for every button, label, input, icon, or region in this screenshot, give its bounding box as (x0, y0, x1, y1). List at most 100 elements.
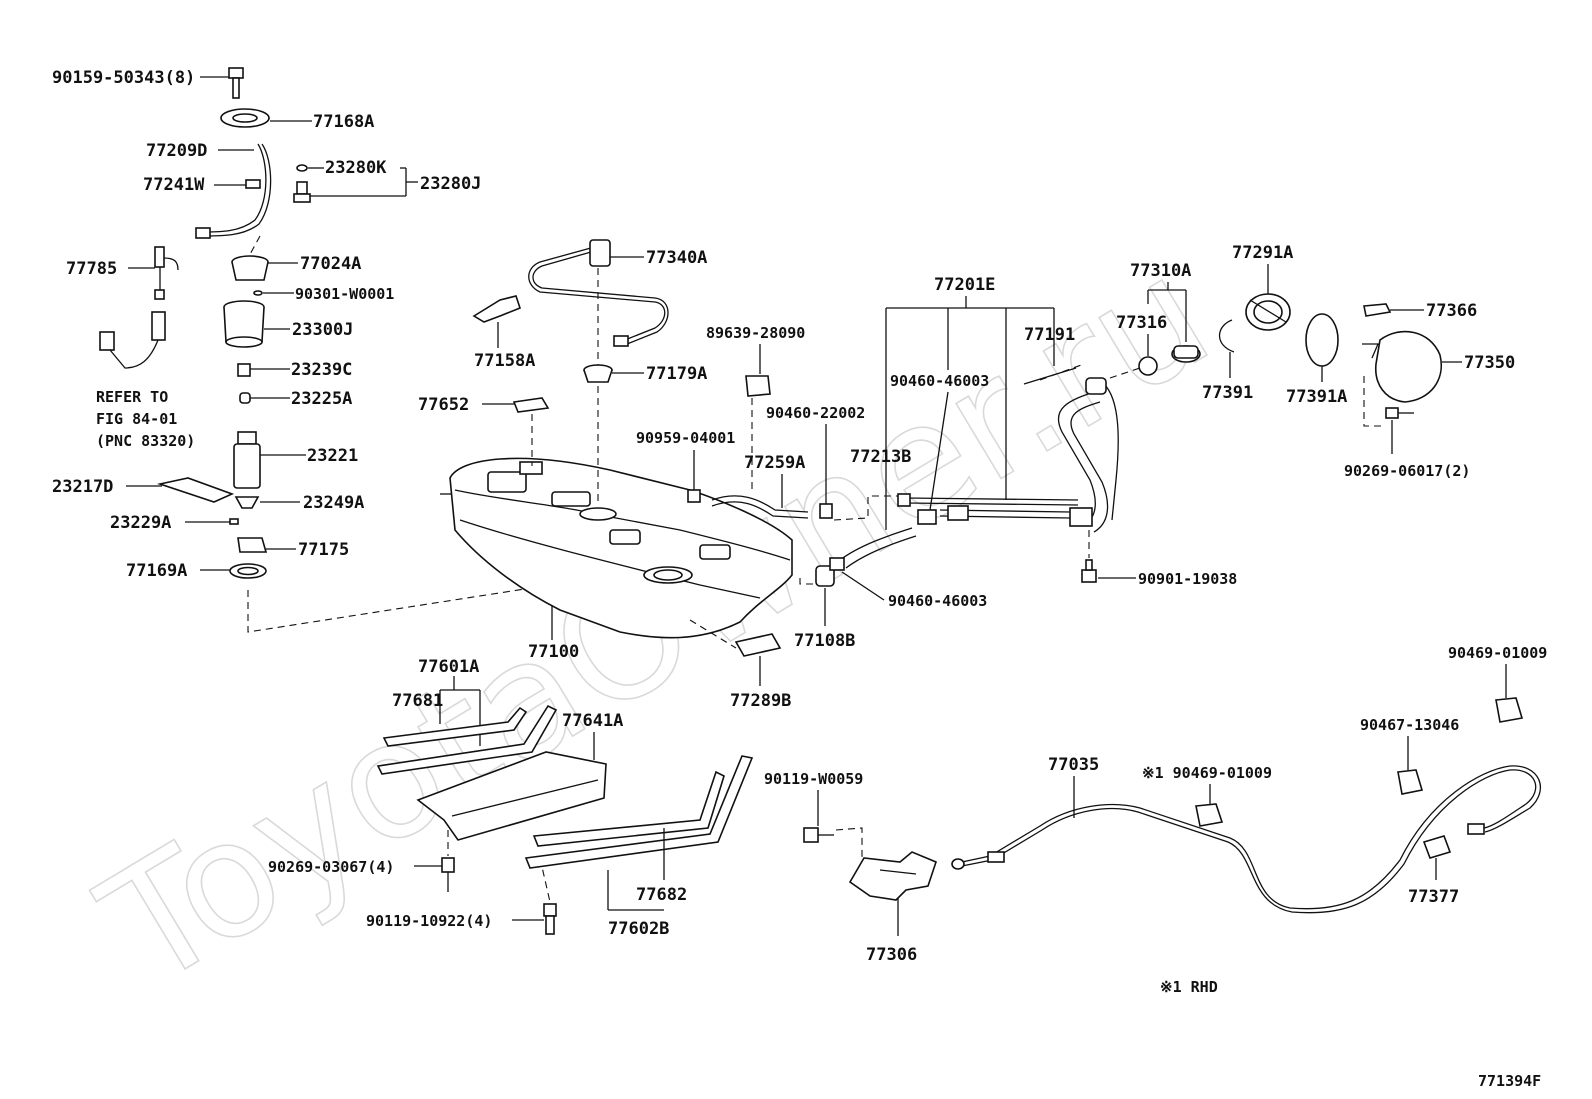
clip-23249A-part (234, 496, 260, 509)
wire-harness-77785-part (154, 246, 179, 300)
label-23225A: 23225A (291, 389, 352, 409)
label-89639-28090: 89639-28090 (706, 324, 805, 342)
label-77391A: 77391A (1286, 387, 1347, 407)
band-77601A-part (376, 704, 558, 775)
label-90460-46003-top: 90460-46003 (890, 372, 989, 390)
label-77158A: 77158A (474, 351, 535, 371)
label-23217D: 23217D (52, 477, 113, 497)
label-77681: 77681 (392, 691, 443, 711)
fuel-filter-23300J-part (223, 300, 265, 348)
clip-90959-04001-part (687, 489, 701, 503)
cushion-23239C-part (237, 363, 251, 377)
filler-neck-77291A-part (1245, 293, 1291, 331)
clamp-90460-22002-part (819, 503, 833, 519)
fuel-lid-77350-part (1362, 330, 1443, 403)
hose-77259A-part (711, 495, 809, 513)
label-90460-46003-bottom: 90460-46003 (888, 592, 987, 610)
label-77179A: 77179A (646, 364, 707, 384)
fuel-tube-77209D-part (204, 143, 267, 233)
label-77169A: 77169A (126, 561, 187, 581)
refer-line-2: FIG 84-01 (96, 410, 177, 428)
label-23280J: 23280J (420, 174, 481, 194)
label-90469-01009-rhd: ※1 90469-01009 (1142, 764, 1272, 782)
label-23280K: 23280K (325, 158, 387, 178)
figure-id: 771394F (1478, 1072, 1541, 1090)
label-77035: 77035 (1048, 755, 1099, 775)
refer-line-3: (PNC 83320) (96, 432, 195, 450)
label-90460-22002: 90460-22002 (766, 404, 865, 422)
sender-77175-part (237, 537, 268, 553)
label-77785: 77785 (66, 259, 117, 279)
label-77291A: 77291A (1232, 243, 1293, 263)
label-23239C: 23239C (291, 360, 352, 380)
gasket-77169A-part (229, 563, 267, 579)
pad-77652-part (512, 397, 550, 413)
band-77682-part (532, 770, 725, 847)
regulator-23280J-part (293, 181, 311, 203)
label-77168A: 77168A (313, 112, 374, 132)
ring-77391A-part (1305, 313, 1339, 367)
label-77241W: 77241W (143, 175, 205, 195)
fuel-pump-23221-part (233, 431, 261, 489)
grommet-77108B-part (815, 565, 835, 587)
clamp-90460-46003-part (829, 557, 845, 571)
label-90119-10922: 90119-10922(4) (366, 912, 492, 930)
label-23229A: 23229A (110, 513, 171, 533)
protector-77289B-part (734, 633, 782, 657)
label-77601A: 77601A (418, 657, 479, 677)
label-77316: 77316 (1116, 313, 1167, 333)
protector-77641A-part (416, 751, 607, 841)
hinge-77366-part (1363, 303, 1392, 317)
label-23249A: 23249A (303, 493, 364, 513)
label-77652: 77652 (418, 395, 469, 415)
ring-77391-part (1218, 319, 1235, 353)
label-77306: 77306 (866, 945, 917, 965)
bolt-90119-W0059-part (803, 827, 834, 843)
label-77641A: 77641A (562, 711, 623, 731)
opener-lever-77306-part (848, 851, 937, 901)
refer-line-1: REFER TO (96, 388, 168, 406)
clamp-89639-28090-part (745, 375, 771, 397)
bolt-90901-19038-part (1081, 559, 1097, 583)
clip-23229A-part (229, 518, 239, 525)
fuel-tank-77100-part (440, 457, 793, 639)
screw-90269-03067-part (441, 857, 455, 892)
label-90159-50343: 90159-50343(8) (52, 68, 195, 88)
label-77108B: 77108B (794, 631, 855, 651)
label-77340A: 77340A (646, 248, 707, 268)
label-77201E: 77201E (934, 275, 995, 295)
label-77100: 77100 (528, 642, 579, 662)
label-90959-04001: 90959-04001 (636, 429, 735, 447)
band-77602B-part (524, 755, 754, 869)
label-77391: 77391 (1202, 383, 1253, 403)
label-23221: 23221 (307, 446, 358, 466)
label-77213B: 77213B (850, 447, 911, 467)
cable-77035-part (951, 765, 1541, 914)
plug-77179A-part (583, 364, 613, 383)
label-90119-W0059: 90119-W0059 (764, 770, 863, 788)
label-90467-13046: 90467-13046 (1360, 716, 1459, 734)
label-77602B: 77602B (608, 919, 669, 939)
label-77259A: 77259A (744, 453, 805, 473)
o-ring-23280K-part (296, 164, 308, 172)
vent-tube-77201E-part (897, 493, 1079, 525)
label-90469-01009: 90469-01009 (1448, 644, 1547, 662)
label-77310A: 77310A (1130, 261, 1191, 281)
label-77366: 77366 (1426, 301, 1477, 321)
hose-77213B-part (839, 527, 913, 561)
clamp-90469-01009-part (1495, 697, 1524, 723)
o-ring-90301-W0001-part (253, 290, 263, 296)
bolt-90119-10922-part (543, 903, 557, 935)
label-90301-W0001: 90301-W0001 (295, 285, 394, 303)
bolt-90159-50343-part (228, 67, 244, 99)
label-90269-06017: 90269-06017(2) (1344, 462, 1470, 480)
label-23300J: 23300J (292, 320, 353, 340)
clamp-90469-01009-rhd-part (1195, 803, 1224, 827)
gasket-77316-part (1138, 356, 1158, 376)
screw-90269-06017-part (1385, 407, 1414, 419)
band-77681-part (382, 706, 528, 747)
pump-bracket-77024A-part (231, 255, 269, 281)
label-77350: 77350 (1464, 353, 1515, 373)
